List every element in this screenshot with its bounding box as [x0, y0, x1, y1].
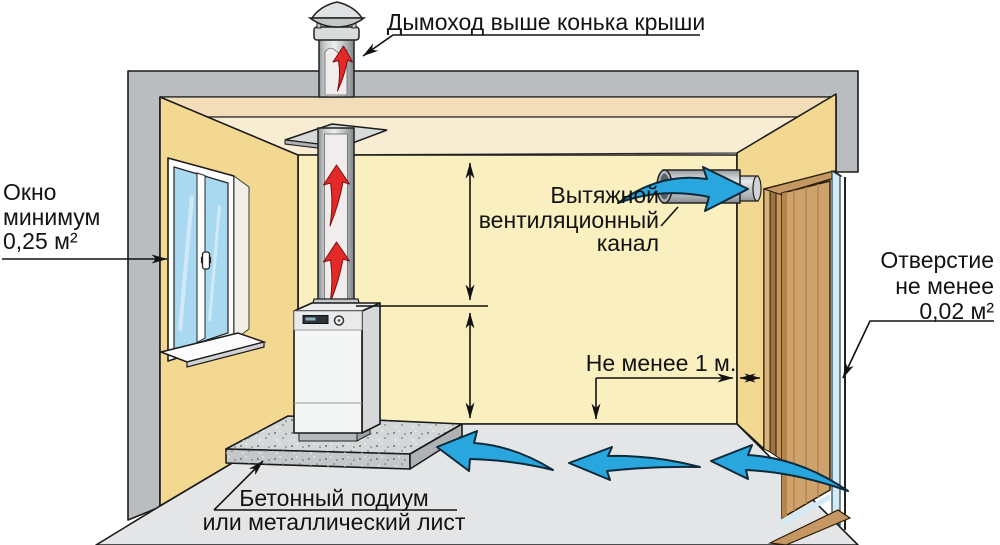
leader-podium [213, 460, 264, 511]
duct-outer-end [752, 175, 762, 202]
ceiling-near-band [159, 96, 837, 118]
leader-vent [660, 206, 679, 227]
boiler-side [361, 302, 381, 434]
door-leaf-edge [782, 192, 787, 518]
boiler [293, 302, 381, 442]
door-jamb [763, 188, 771, 453]
boiler-knob-dot [337, 319, 341, 322]
flue-arrow-up [332, 45, 353, 92]
window-sill-edge [186, 341, 265, 368]
chimney-collar [313, 26, 360, 41]
door-jamb [775, 192, 783, 461]
leader-opening [842, 320, 994, 379]
chimney [284, 1, 388, 312]
podium-front-texture [226, 449, 410, 469]
air-arrow-floor-right [710, 444, 849, 492]
glass-highlight [178, 195, 194, 332]
door-opening-gap [831, 169, 841, 528]
flue-arrow-up [323, 164, 350, 227]
boiler-front [293, 310, 363, 434]
label-vent-line1: Вытяжной [550, 182, 659, 208]
label-window-line2: минимум [3, 204, 100, 230]
dimension-lines [2, 34, 994, 511]
label-min-distance: Не менее 1 м. [586, 350, 736, 376]
boiler-display-readout [305, 317, 316, 321]
air-arrow-floor-middle [568, 446, 701, 481]
label-podium-line2: или металлический лист [203, 509, 466, 535]
label-window-line3: 0,25 м² [3, 228, 78, 254]
label-opening-line3: 0,02 м² [919, 298, 994, 324]
label-podium-line1: Бетонный подиум [239, 485, 428, 511]
label-vent-line2: вентиляционный [479, 207, 659, 233]
window-reveal [233, 175, 250, 341]
label-window-line1: Окно [3, 179, 56, 205]
glass-highlight [208, 205, 221, 322]
door-bottom-gap [782, 494, 830, 526]
label-chimney-above-ridge: Дымоход выше конька крыши [387, 9, 705, 35]
label-opening-line2: не менее [895, 273, 994, 299]
air-arrow-floor-left [436, 430, 554, 472]
leader-chimney [362, 34, 700, 57]
chimney-cap-brim [307, 17, 367, 28]
labels: Дымоход выше конька крыши Окно минимум 0… [3, 9, 994, 535]
airflow-arrows [436, 166, 849, 492]
air-arrow-duct [617, 166, 749, 212]
door [762, 169, 852, 545]
label-opening-line1: Отверстие [880, 247, 994, 273]
window-handle [201, 251, 211, 270]
label-vent-line3: канал [597, 230, 659, 256]
door-threshold [767, 509, 852, 545]
door-jamb [769, 190, 777, 457]
window [158, 157, 267, 368]
